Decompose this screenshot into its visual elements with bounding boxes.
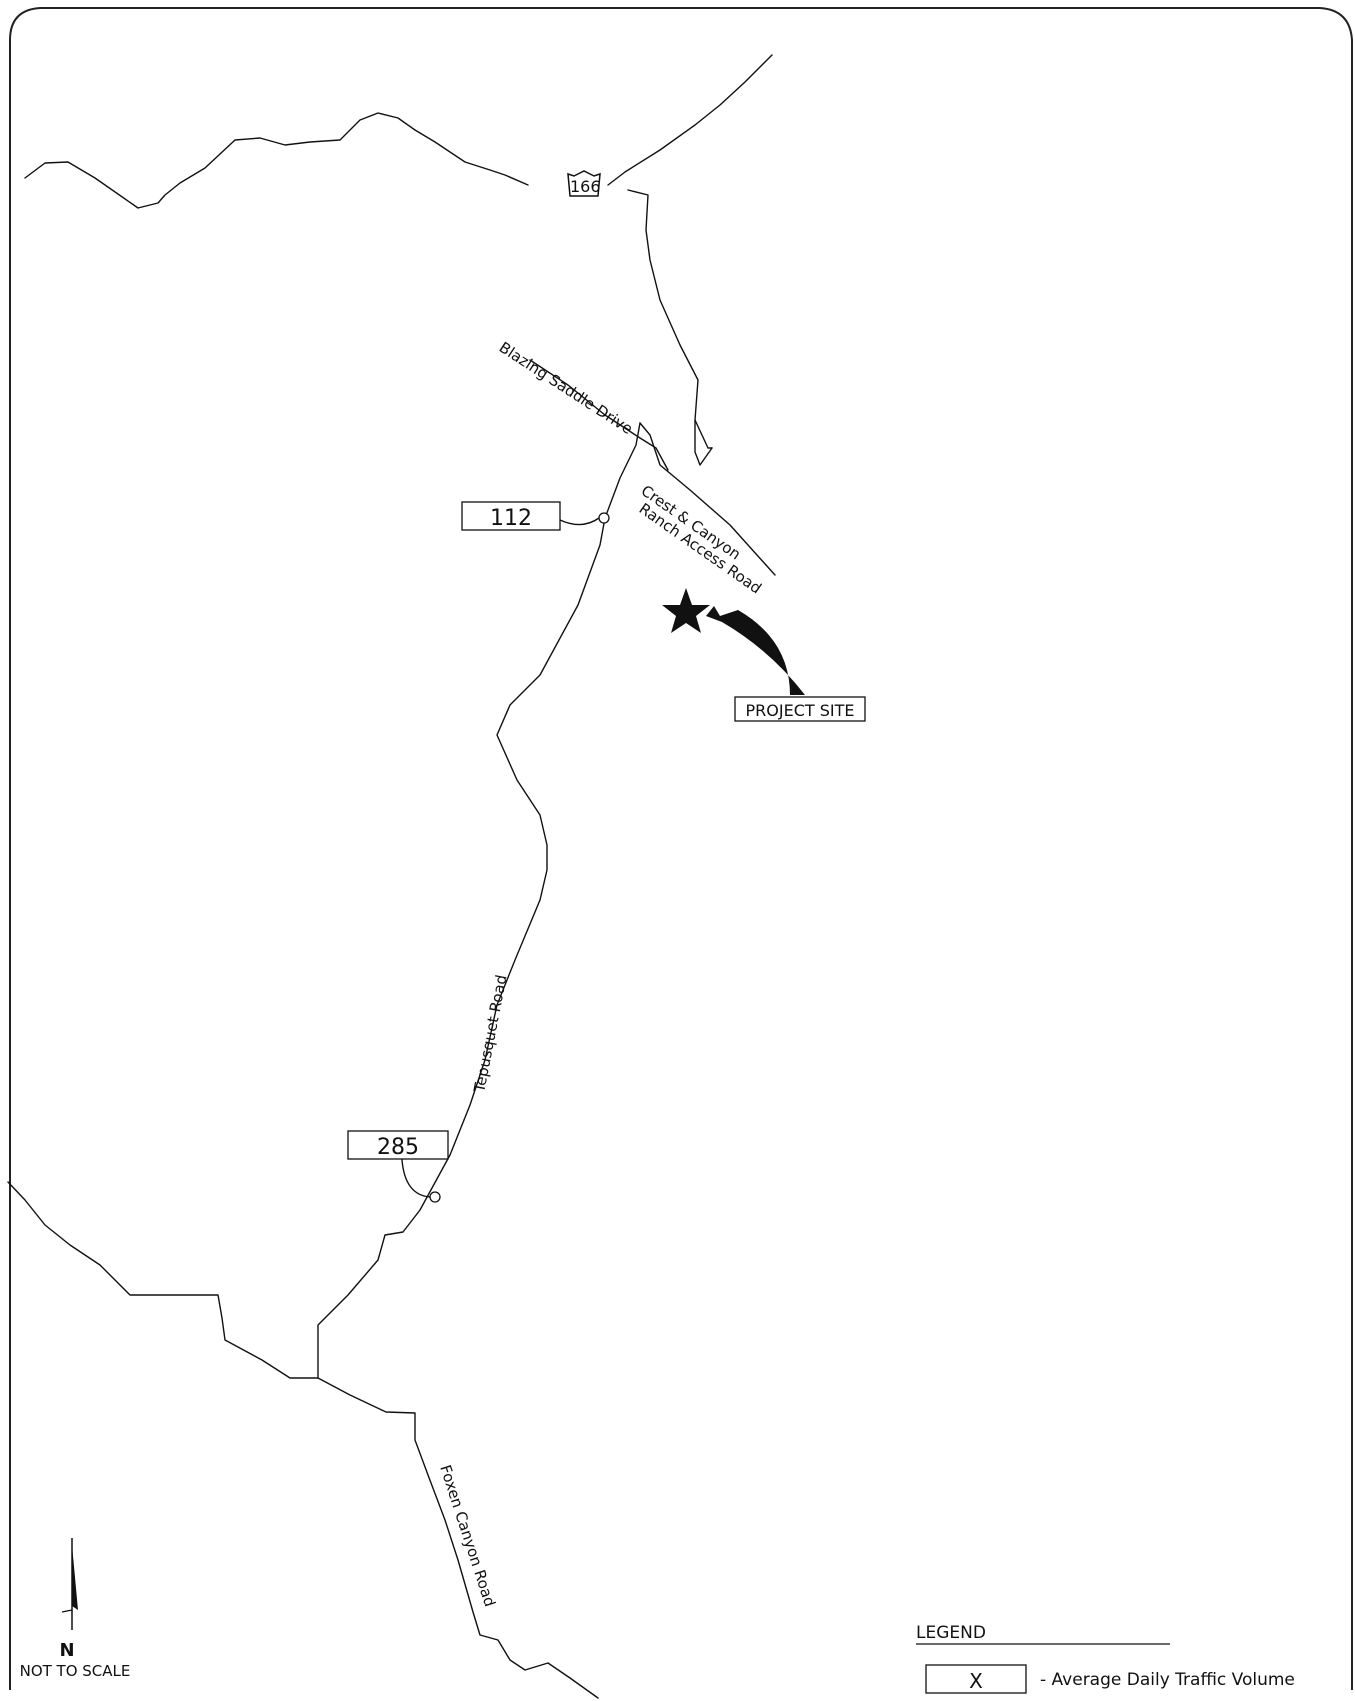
highway-166-east xyxy=(607,54,773,186)
traffic-count-box-112 xyxy=(461,501,561,531)
count-leader-112 xyxy=(559,517,600,526)
north-arrow-tick xyxy=(61,1609,73,1613)
count-point-112 xyxy=(598,512,610,524)
label-tepusquet-road: Tepusquet Road xyxy=(470,973,511,1094)
project-site-label: PROJECT SITE xyxy=(746,701,855,720)
traffic-count-112: 112 xyxy=(490,506,532,531)
count-leader-285 xyxy=(401,1159,431,1198)
highway-shield xyxy=(567,170,601,197)
legend-box-symbol xyxy=(925,1664,1027,1694)
label-foxen-canyon-road: Foxen Canyon Road xyxy=(436,1463,499,1609)
legend-description: - Average Daily Traffic Volume xyxy=(1040,1670,1295,1690)
southern-road-west xyxy=(7,1181,599,1699)
label-crest-canyon-line2: Ranch Access Road xyxy=(636,500,765,598)
legend-title: LEGEND xyxy=(916,1623,986,1643)
north-arrow-icon xyxy=(72,1545,78,1610)
connector-road-east xyxy=(627,189,713,449)
blazing-saddle-drive-line xyxy=(529,359,669,471)
project-site-star-icon xyxy=(662,588,710,633)
tepusquet-road-line xyxy=(317,422,641,1379)
project-site-arrow-icon xyxy=(706,606,805,695)
project-site-box xyxy=(734,696,866,722)
traffic-count-285: 285 xyxy=(377,1135,419,1160)
north-letter: N xyxy=(59,1640,74,1661)
connector-road-spur xyxy=(694,419,713,466)
count-point-285 xyxy=(429,1191,441,1203)
highway-166-west xyxy=(24,112,529,209)
map-frame xyxy=(9,7,1353,1690)
crest-canyon-road-line xyxy=(639,422,776,576)
legend-box-letter: X xyxy=(969,1669,983,1693)
label-blazing-saddle-drive: Blazing Saddle Drive xyxy=(496,338,636,438)
traffic-count-box-285 xyxy=(347,1130,449,1160)
highway-shield-number: 166 xyxy=(570,177,601,196)
not-to-scale-note: NOT TO SCALE xyxy=(20,1662,131,1680)
